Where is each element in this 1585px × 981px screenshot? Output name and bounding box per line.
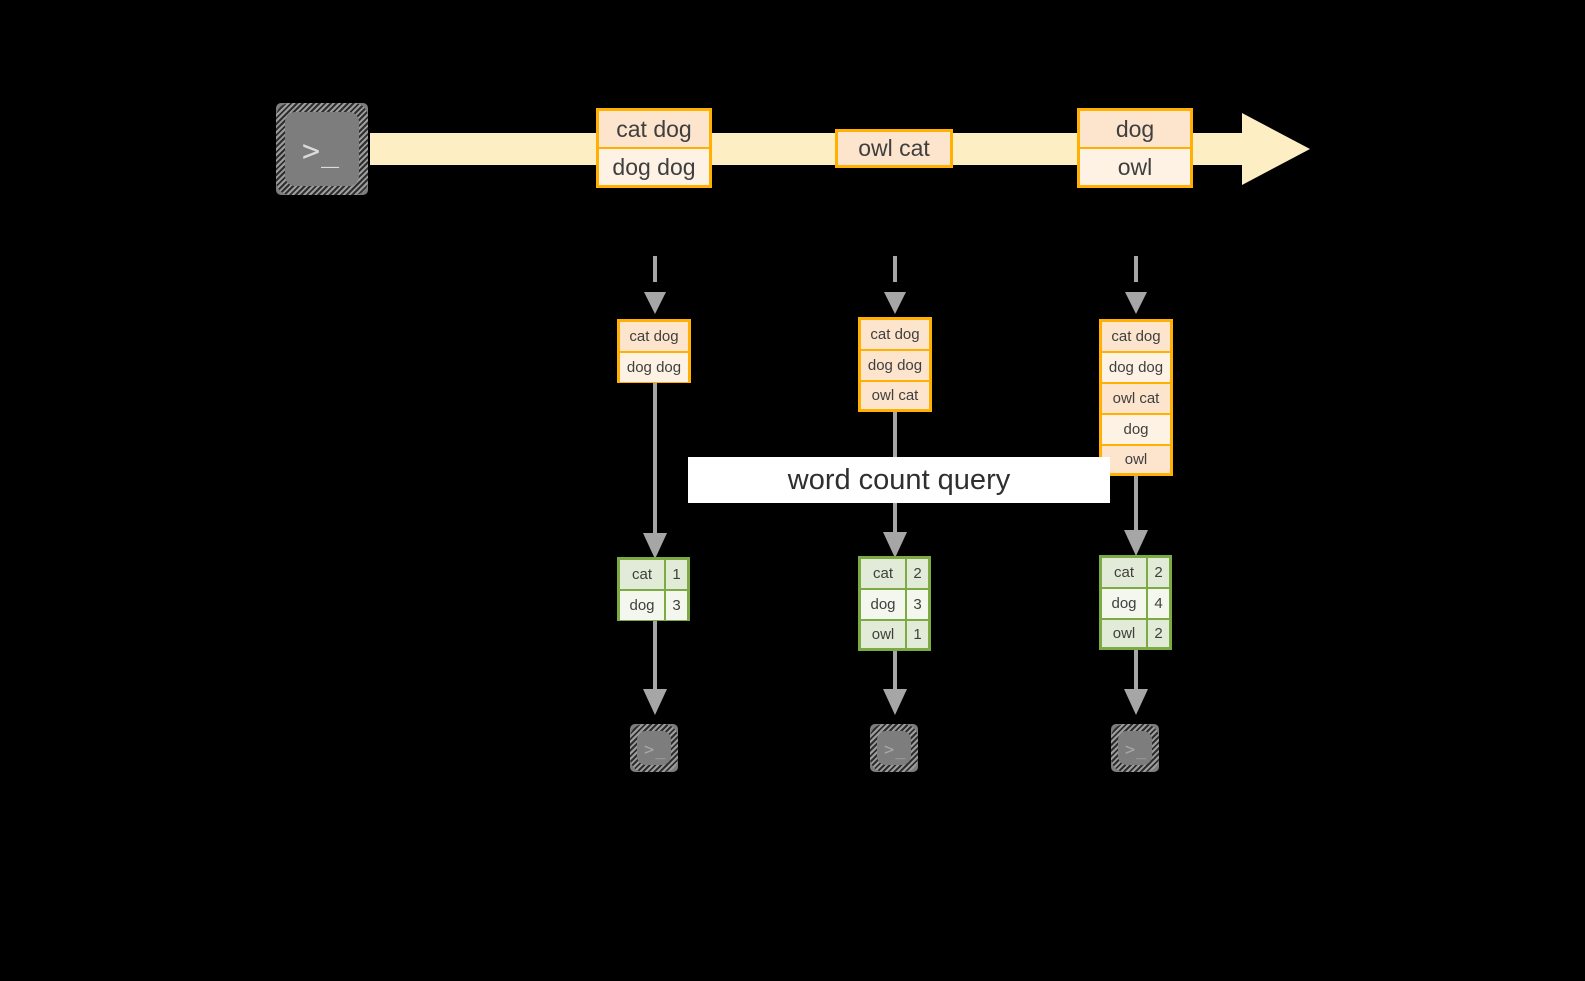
sink-terminal-2[interactable]: >_	[861, 715, 927, 781]
accumulated-record-line: dog dog	[1102, 353, 1170, 384]
accumulated-record-line: dog	[1102, 415, 1170, 446]
table-row[interactable]: cat 2	[861, 559, 928, 590]
tap-arrow-2	[880, 256, 910, 318]
query-label: word count query	[787, 463, 1011, 496]
table-cell-count: 4	[1148, 589, 1169, 618]
terminal-prompt-icon: >_	[884, 740, 907, 760]
table-cell-count: 2	[907, 559, 928, 588]
terminal-body	[285, 112, 359, 186]
table-cell-count: 1	[907, 621, 928, 648]
table-row[interactable]: dog 4	[1102, 589, 1169, 620]
sink-arrow-2	[880, 651, 910, 717]
query-label-band: word count query	[688, 457, 1110, 503]
table-cell-word: dog	[620, 591, 666, 620]
terminal-prompt-icon: >_	[1125, 740, 1148, 760]
table-row[interactable]: owl 2	[1102, 620, 1169, 647]
accumulated-records-1[interactable]: cat dog dog dog	[617, 319, 691, 383]
stream-record-line: cat dog	[599, 111, 709, 149]
table-cell-count: 3	[666, 591, 687, 620]
table-row[interactable]: owl 1	[861, 621, 928, 648]
stream-record-2[interactable]: owl cat	[835, 129, 953, 168]
terminal-body	[637, 731, 671, 765]
table-cell-word: cat	[861, 559, 907, 588]
accumulated-record-line: dog dog	[861, 351, 929, 382]
terminal-body	[1118, 731, 1152, 765]
terminal-prompt-icon: >_	[302, 134, 341, 169]
tap-arrow-3	[1121, 256, 1151, 318]
table-cell-count: 1	[666, 560, 687, 589]
stream-record-line: dog dog	[599, 149, 709, 185]
table-row[interactable]: cat 2	[1102, 558, 1169, 589]
stream-record-line: dog	[1080, 111, 1190, 149]
terminal-body	[877, 731, 911, 765]
result-table-3[interactable]: cat 2 dog 4 owl 2	[1099, 555, 1172, 650]
sink-terminal-1[interactable]: >_	[621, 715, 687, 781]
table-cell-word: dog	[1102, 589, 1148, 618]
table-cell-count: 2	[1148, 558, 1169, 587]
accumulated-record-line: cat dog	[861, 320, 929, 351]
table-cell-word: owl	[1102, 620, 1148, 647]
query-arrow-3	[1121, 476, 1151, 558]
stream-record-3[interactable]: dog owl	[1077, 108, 1193, 188]
table-cell-word: cat	[1102, 558, 1148, 587]
table-cell-count: 3	[907, 590, 928, 619]
accumulated-record-line: owl cat	[861, 382, 929, 409]
accumulated-records-2[interactable]: cat dog dog dog owl cat	[858, 317, 932, 412]
table-row[interactable]: dog 3	[861, 590, 928, 621]
sink-arrow-1	[640, 621, 670, 717]
accumulated-record-line: owl	[1102, 446, 1170, 473]
tap-arrow-1	[640, 256, 670, 318]
accumulated-record-line: cat dog	[1102, 322, 1170, 353]
stream-record-line: owl cat	[838, 132, 950, 165]
accumulated-record-line: cat dog	[620, 322, 688, 353]
table-row[interactable]: cat 1	[620, 560, 687, 591]
accumulated-record-line: dog dog	[620, 353, 688, 382]
stream-record-line: owl	[1080, 149, 1190, 185]
accumulated-record-line: owl cat	[1102, 384, 1170, 415]
terminal-prompt-icon: >_	[644, 740, 667, 760]
sink-terminal-3[interactable]: >_	[1102, 715, 1168, 781]
table-cell-word: cat	[620, 560, 666, 589]
query-arrow-1	[640, 383, 670, 561]
accumulated-records-3[interactable]: cat dog dog dog owl cat dog owl	[1099, 319, 1173, 476]
table-cell-word: dog	[861, 590, 907, 619]
table-cell-count: 2	[1148, 620, 1169, 647]
source-terminal[interactable]: >_	[267, 94, 377, 204]
result-table-2[interactable]: cat 2 dog 3 owl 1	[858, 556, 931, 651]
table-cell-word: owl	[861, 621, 907, 648]
stream-record-1[interactable]: cat dog dog dog	[596, 108, 712, 188]
sink-arrow-3	[1121, 650, 1151, 717]
table-row[interactable]: dog 3	[620, 591, 687, 620]
result-table-1[interactable]: cat 1 dog 3	[617, 557, 690, 621]
